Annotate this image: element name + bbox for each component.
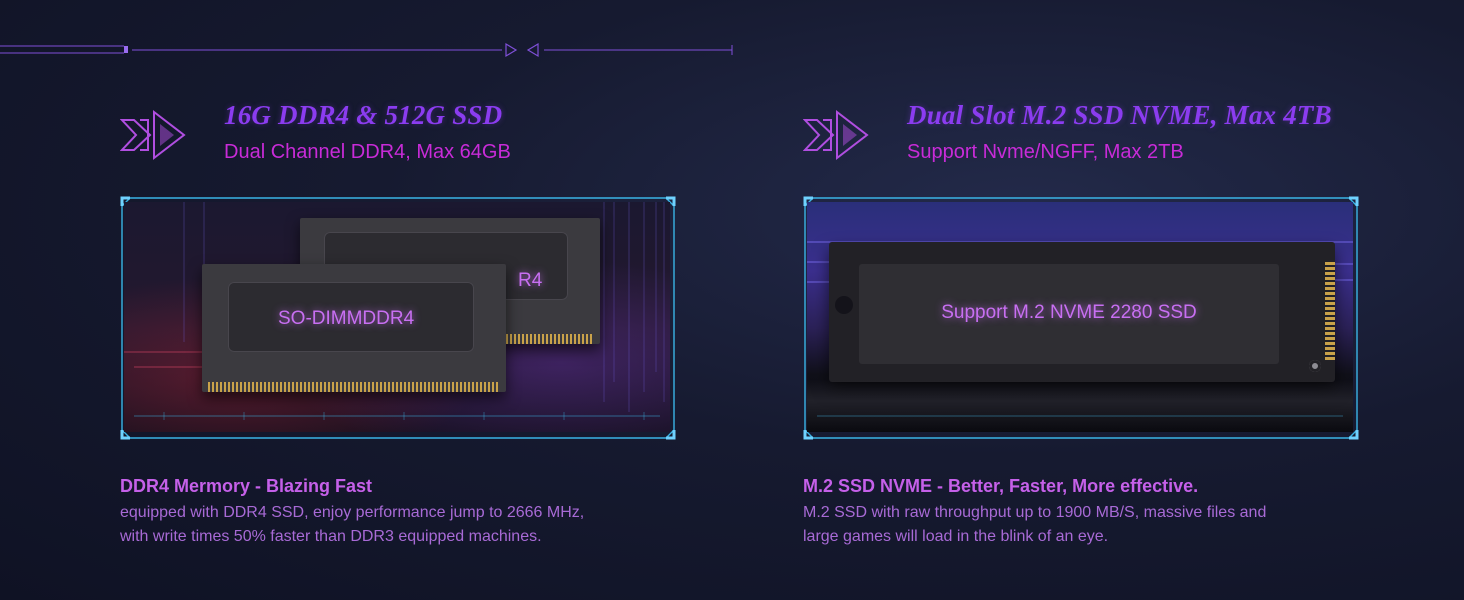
fast-forward-icon <box>803 109 869 161</box>
ddr4-image-frame: R4 SO-DIMMDDR4 <box>120 196 676 440</box>
surface-reflection <box>807 380 1353 432</box>
description-line: with write times 50% faster than DDR3 eq… <box>120 528 542 545</box>
tech-frame-border <box>803 196 1359 440</box>
section-title: Dual Slot M.2 SSD NVME, Max 4TB <box>907 100 1332 130</box>
ram-pins <box>208 382 500 392</box>
ram-module-front: SO-DIMMDDR4 <box>202 264 506 392</box>
section-header: Dual Slot M.2 SSD NVME, Max 4TB Support … <box>907 100 1332 164</box>
ssd-description: M.2 SSD NVME - Better, Faster, More effe… <box>803 476 1363 549</box>
description-body: equipped with DDR4 SSD, enjoy performanc… <box>120 501 680 549</box>
description-line: M.2 SSD with raw throughput up to 1900 M… <box>803 504 1267 521</box>
decorative-divider-icon <box>0 42 733 58</box>
ram-chip <box>228 282 474 352</box>
m2-ssd-module: Support M.2 NVME 2280 SSD <box>829 242 1335 382</box>
ddr4-description: DDR4 Mermory - Blazing Fast equipped wit… <box>120 476 680 549</box>
description-line: equipped with DDR4 SSD, enjoy performanc… <box>120 504 585 521</box>
ssd-connector <box>1325 262 1335 362</box>
description-line: large games will load in the blink of an… <box>803 528 1109 545</box>
tech-frame-border <box>120 196 676 440</box>
section-title: 16G DDR4 & 512G SSD <box>224 100 503 130</box>
section-subtitle: Dual Channel DDR4, Max 64GB <box>224 141 511 163</box>
ssd-screw <box>1309 360 1321 372</box>
ssd-image-frame: Support M.2 NVME 2280 SSD <box>803 196 1359 440</box>
description-body: M.2 SSD with raw throughput up to 1900 M… <box>803 501 1363 549</box>
ddr4-image: R4 SO-DIMMDDR4 <box>124 202 670 432</box>
description-title: DDR4 Mermory - Blazing Fast <box>120 476 373 496</box>
section-subtitle: Support Nvme/NGFF, Max 2TB <box>907 141 1184 163</box>
ram-label-back: R4 <box>518 270 543 291</box>
ssd-image: Support M.2 NVME 2280 SSD <box>807 202 1353 432</box>
fast-forward-icon <box>120 109 186 161</box>
ram-label-front: SO-DIMMDDR4 <box>278 308 415 329</box>
ssd-notch <box>835 296 853 314</box>
ssd-label: Support M.2 NVME 2280 SSD <box>941 302 1197 323</box>
ssd-sticker: Support M.2 NVME 2280 SSD <box>859 264 1279 364</box>
description-title: M.2 SSD NVME - Better, Faster, More effe… <box>803 476 1199 496</box>
section-header: 16G DDR4 & 512G SSD Dual Channel DDR4, M… <box>224 100 511 164</box>
